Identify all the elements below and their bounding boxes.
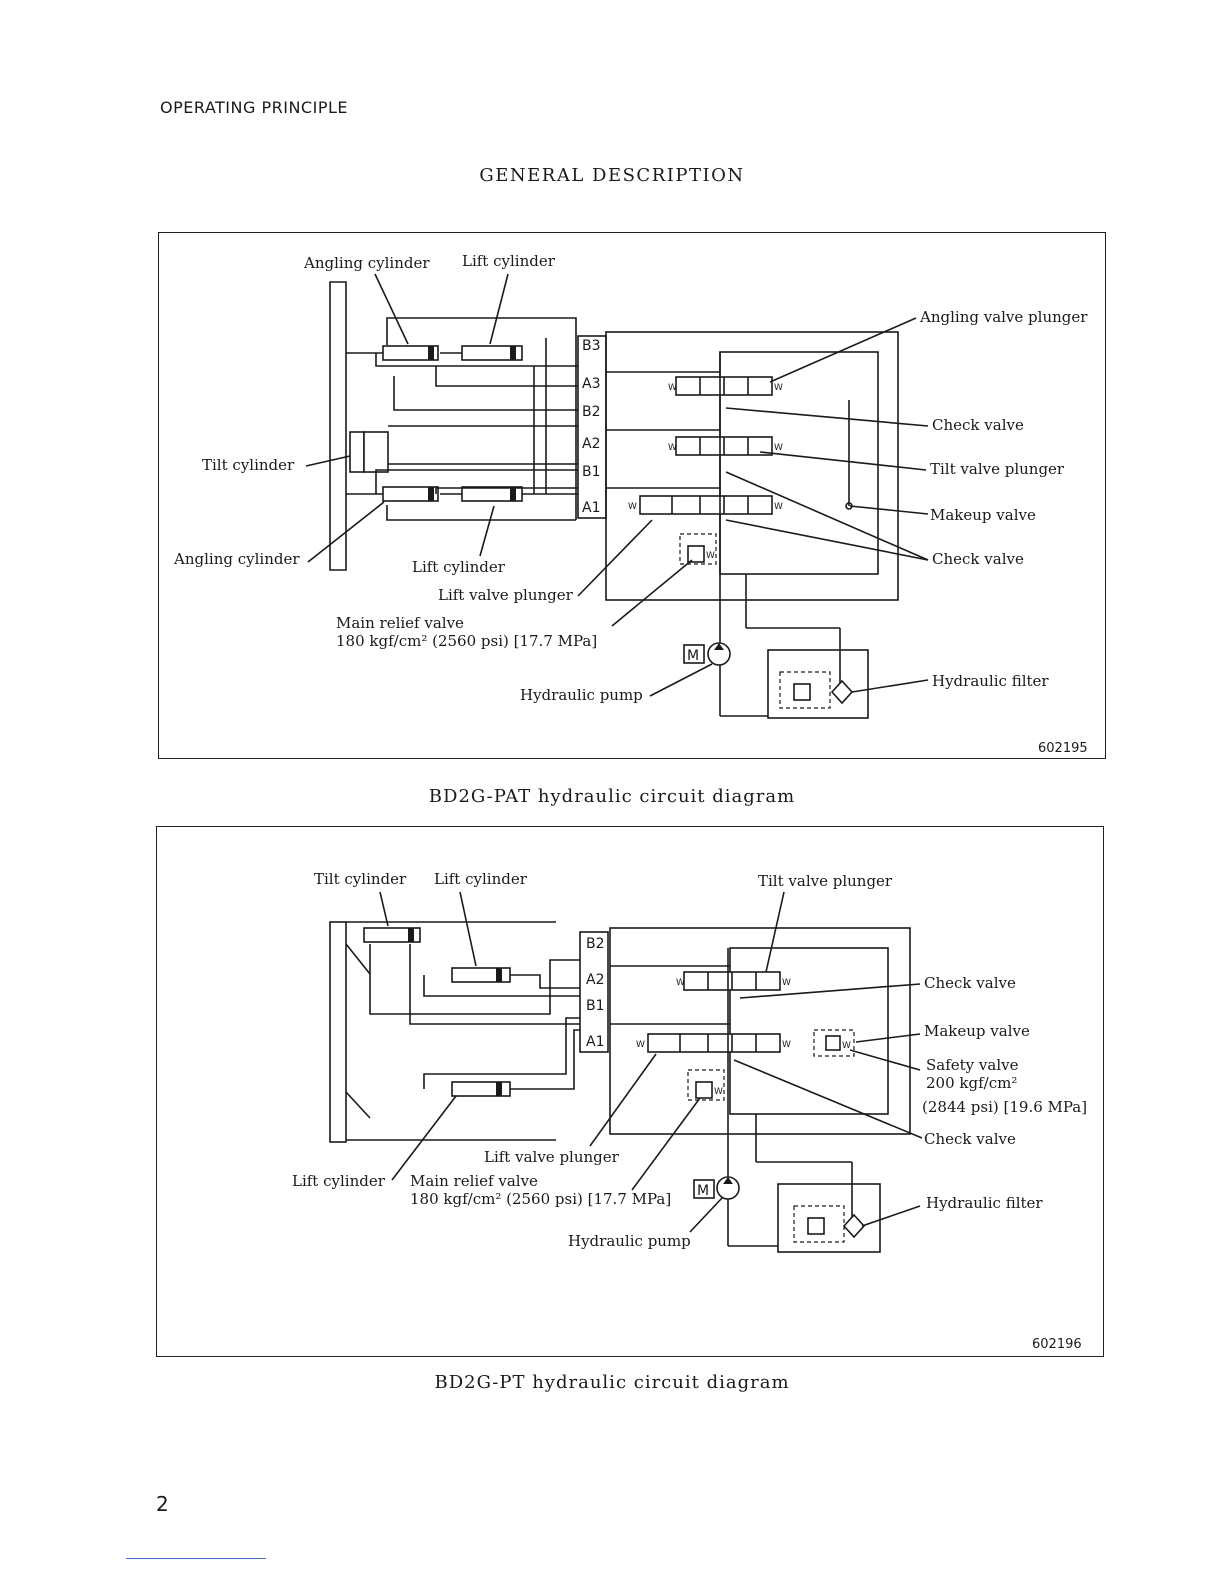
label-angling-valve-plunger: Angling valve plunger — [919, 308, 1088, 326]
page-title: GENERAL DESCRIPTION — [479, 165, 745, 186]
angling-valve-plunger-symbol: W W — [668, 376, 783, 396]
piping-1 — [375, 338, 600, 495]
label-safety-spec-1: 200 kgf/cm² — [926, 1074, 1017, 1092]
label-check-valve-2: Check valve — [932, 550, 1024, 568]
label-lift-valve-plunger: Lift valve plunger — [438, 586, 574, 604]
hydraulic-pump-symbol: M — [683, 642, 731, 666]
label-tilt-cylinder: Tilt cylinder — [202, 456, 295, 474]
diagram-2-frame — [156, 826, 1104, 1357]
label-hydraulic-pump-2: Hydraulic pump — [568, 1232, 691, 1250]
svg-text:M: M — [697, 1183, 709, 1199]
label-hydraulic-pump: Hydraulic pump — [520, 686, 643, 704]
lift-valve-plunger-symbol-2: W W — [636, 1033, 791, 1053]
port-b2-2: B2 — [586, 936, 605, 952]
svg-text:W: W — [706, 551, 715, 561]
svg-text:W: W — [628, 502, 637, 512]
figure-number-2: 602196 — [1032, 1337, 1082, 1352]
port-a2-2: A2 — [586, 972, 604, 988]
svg-text:W: W — [676, 978, 685, 988]
label-hydraulic-filter: Hydraulic filter — [932, 672, 1049, 690]
main-relief-valve-symbol-2: W — [687, 1069, 725, 1101]
label-tilt-valve-plunger: Tilt valve plunger — [930, 460, 1065, 478]
hydraulic-filter-symbol-2 — [777, 1183, 881, 1253]
port-a2: A2 — [582, 436, 600, 452]
svg-text:M: M — [687, 648, 699, 664]
lift-valve-plunger-symbol: W W — [628, 495, 783, 515]
label-tilt-valve-plunger-2: Tilt valve plunger — [758, 872, 893, 890]
port-a1: A1 — [582, 500, 600, 516]
tilt-valve-plunger-symbol-2: W W — [676, 971, 791, 991]
tilt-valve-plunger-symbol: W W — [668, 436, 783, 456]
label-check-valve-2-2: Check valve — [924, 1130, 1016, 1148]
control-valve-block — [605, 331, 899, 601]
svg-text:W: W — [774, 502, 783, 512]
leader-lines-1 — [305, 273, 929, 697]
svg-text:W: W — [636, 1040, 645, 1050]
cylinder-enclosure — [386, 317, 577, 520]
lift-cylinder-bottom-symbol — [440, 486, 523, 502]
label-main-relief-valve-2: Main relief valve — [410, 1172, 538, 1190]
port-b2: B2 — [582, 404, 601, 420]
svg-text:W: W — [842, 1041, 851, 1051]
hydraulic-filter-symbol — [767, 649, 869, 719]
label-hydraulic-filter-2: Hydraulic filter — [926, 1194, 1043, 1212]
hydraulic-pump-symbol-2: M — [693, 1176, 740, 1200]
label-safety-valve: Safety valve — [926, 1056, 1019, 1074]
piping-2 — [369, 944, 600, 1090]
main-relief-valve-symbol: W — [679, 533, 717, 565]
label-angling-cylinder-top: Angling cylinder — [303, 254, 430, 272]
label-lift-cylinder-top: Lift cylinder — [462, 252, 556, 270]
label-angling-cylinder-bottom: Angling cylinder — [173, 550, 300, 568]
footer-rule — [126, 1558, 266, 1559]
label-lift-valve-plunger-2: Lift valve plunger — [484, 1148, 620, 1166]
label-check-valve-1-2: Check valve — [924, 974, 1016, 992]
svg-text:W: W — [774, 443, 783, 453]
label-main-relief-valve: Main relief valve — [336, 614, 464, 632]
svg-text:W: W — [774, 383, 783, 393]
port-labels-1: B3 A3 B2 A2 B1 A1 — [577, 335, 607, 519]
caption-diagram-2: BD2G-PT hydraulic circuit diagram — [434, 1372, 790, 1393]
safety-valve-symbol: W — [813, 1029, 855, 1057]
label-lift-cylinder-bottom: Lift cylinder — [412, 558, 506, 576]
port-b1: B1 — [582, 464, 601, 480]
control-valve-block-2 — [609, 927, 911, 1135]
label-check-valve-1: Check valve — [932, 416, 1024, 434]
svg-text:W: W — [782, 978, 791, 988]
label-main-relief-spec: 180 kgf/cm² (2560 psi) [17.7 MPa] — [336, 632, 597, 650]
blade-2 — [329, 921, 347, 1143]
figure-number-1: 602195 — [1038, 741, 1088, 756]
lift-cylinder-top-symbol-2 — [451, 967, 511, 983]
port-b3: B3 — [582, 338, 601, 354]
diagram-1-frame — [158, 232, 1106, 759]
caption-diagram-1: BD2G-PAT hydraulic circuit diagram — [428, 786, 796, 807]
page-number: 2 — [156, 1492, 169, 1516]
label-tilt-cylinder-2: Tilt cylinder — [314, 870, 407, 888]
svg-text:W: W — [668, 443, 677, 453]
label-makeup-valve: Makeup valve — [930, 506, 1036, 524]
label-lift-cylinder-top-2: Lift cylinder — [434, 870, 528, 888]
section-header: OPERATING PRINCIPLE — [160, 98, 348, 117]
svg-text:W: W — [668, 383, 677, 393]
blade — [329, 281, 347, 571]
label-safety-spec-2: (2844 psi) [19.6 MPa] — [922, 1098, 1087, 1116]
tilt-cylinder-symbol-2 — [363, 927, 421, 943]
svg-text:W: W — [782, 1040, 791, 1050]
leader-lines-2 — [379, 891, 923, 1233]
label-main-relief-spec-2: 180 kgf/cm² (2560 psi) [17.7 MPa] — [410, 1190, 671, 1208]
lift-cylinder-bottom-symbol-2 — [451, 1081, 511, 1097]
port-a3: A3 — [582, 376, 600, 392]
port-b1-2: B1 — [586, 998, 605, 1014]
angling-cylinder-top-symbol — [346, 345, 439, 361]
port-a1-2: A1 — [586, 1034, 604, 1050]
label-makeup-valve-2: Makeup valve — [924, 1022, 1030, 1040]
angling-cylinder-bottom-symbol — [346, 486, 439, 502]
svg-text:W: W — [714, 1087, 723, 1097]
port-labels-2: B2 A2 B1 A1 — [579, 931, 609, 1053]
label-lift-cylinder-bottom-2: Lift cylinder — [292, 1172, 386, 1190]
lift-cylinder-top-symbol — [440, 345, 523, 361]
